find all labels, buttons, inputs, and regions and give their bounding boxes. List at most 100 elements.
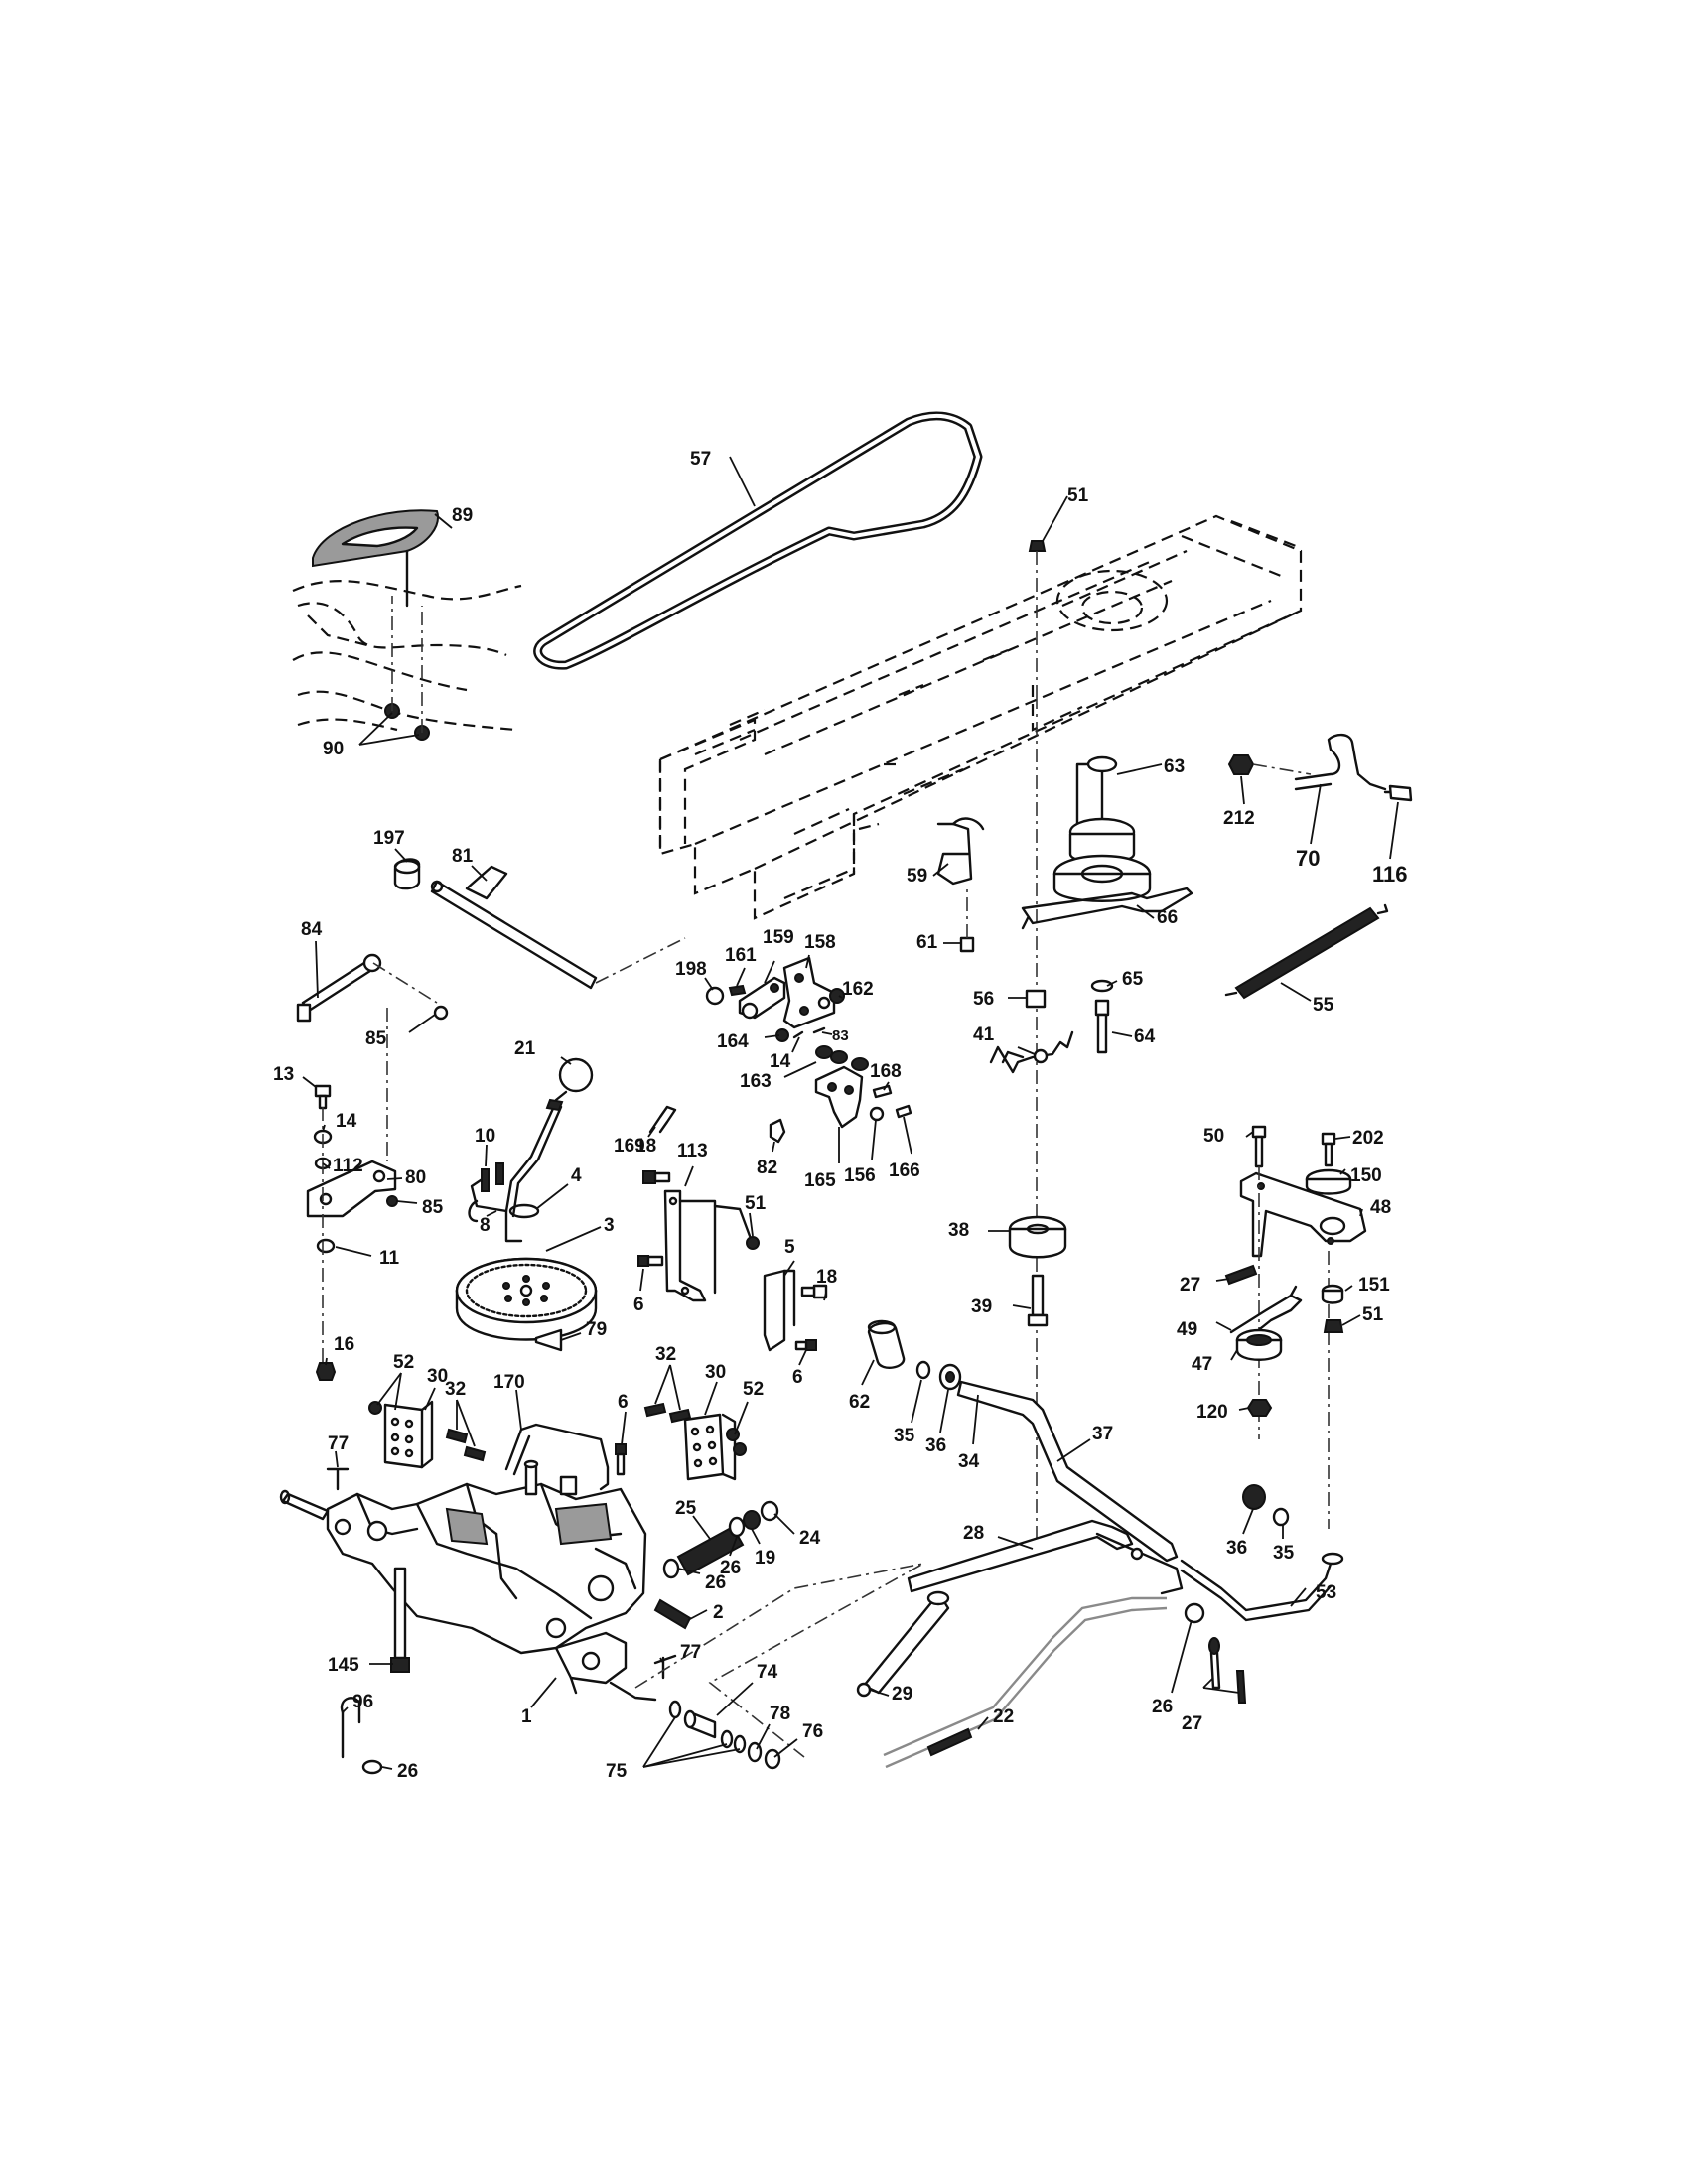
callout-113: 113 [677,1141,708,1161]
part-165-bracket [814,1065,864,1129]
part-3-pulley [455,1257,598,1341]
part-51-nut-right [1323,1319,1344,1333]
part-61-bolt [959,888,975,953]
callout-74: 74 [757,1662,778,1683]
part-158-plate [782,956,836,1029]
callout-1: 1 [521,1706,532,1727]
callout-51: 51 [745,1193,767,1214]
callout-52: 52 [743,1379,764,1400]
callout-212: 212 [1223,808,1255,829]
part-145-bolt [390,1567,410,1673]
callout-77: 77 [680,1642,701,1663]
part-18-bolt-b [800,1284,828,1299]
part-1-transaxle [279,1459,657,1702]
part-4-key [508,1203,540,1219]
callout-50: 50 [1203,1126,1224,1147]
leader-lines [302,456,1399,1770]
callout-49: 49 [1177,1319,1197,1340]
callout-116: 116 [1372,862,1408,887]
part-202-bolt [1321,1132,1336,1167]
part-2-spring [653,1598,692,1630]
callout-164: 164 [717,1031,749,1052]
callout-30: 30 [705,1362,726,1383]
part-50-bolt [1251,1125,1267,1168]
callout-22: 22 [993,1706,1014,1727]
callout-26: 26 [397,1761,418,1782]
callout-51: 51 [1067,485,1089,506]
callout-18: 18 [816,1267,837,1288]
part-65-washer [1090,979,1114,993]
callout-35: 35 [1273,1543,1295,1564]
part-29-lever [856,1590,950,1698]
part-6-bolt-a [637,1255,664,1267]
callout-166: 166 [889,1160,920,1181]
callout-150: 150 [1350,1165,1382,1186]
callout-85: 85 [422,1197,444,1218]
part-35-washer-a [915,1360,931,1380]
callout-47: 47 [1192,1354,1212,1375]
part-64-bolt [1094,999,1110,1054]
part-151-spacer [1321,1284,1344,1304]
part-85-bolt-upper [433,1005,449,1021]
part-74-spacer [683,1709,717,1739]
part-55-spring [1224,903,1389,1000]
part-53-rod [1180,1552,1344,1622]
part-10-bolts [481,1162,504,1192]
part-81-shaft [430,865,686,990]
part-156-washer [869,1106,885,1122]
callout-90: 90 [323,739,344,759]
part-28-rod [907,1519,1184,1595]
callout-38: 38 [948,1220,969,1241]
part-56-spacer [1025,989,1047,1009]
callout-55: 55 [1313,995,1334,1016]
callout-6: 6 [618,1392,629,1413]
callout-35: 35 [894,1426,915,1446]
callout-4: 4 [571,1165,582,1186]
part-13-bolt [314,1084,332,1110]
part-70-rod [1294,733,1387,791]
part-30-plate-left [383,1400,434,1469]
callout-labels: 57 89 51 90 63 212 70 116 197 81 84 59 6… [273,449,1408,1782]
part-6-bolt-b [794,1339,817,1351]
callout-34: 34 [958,1451,980,1472]
callout-37: 37 [1092,1424,1113,1444]
part-84-pin [296,953,438,1023]
callout-6: 6 [633,1295,644,1315]
part-168-bolt [872,1084,893,1099]
callout-18: 18 [635,1136,656,1157]
part-197-bushing [393,858,421,890]
callout-30: 30 [427,1366,448,1387]
part-21-knob [554,1057,594,1102]
part-26-washer-d [361,1759,383,1775]
callout-84: 84 [301,919,323,940]
callout-13: 13 [273,1064,294,1085]
callout-57: 57 [690,449,711,470]
callout-32: 32 [445,1379,466,1400]
part-27-bolt-a [1224,1264,1258,1286]
part-14-pin-a [792,1030,804,1039]
part-36-washer-b [1242,1484,1266,1510]
chassis-frame [658,514,1303,920]
callout-41: 41 [973,1024,995,1045]
part-26-washer-a [662,1558,680,1579]
callout-197: 197 [373,828,405,849]
callout-14: 14 [770,1051,791,1072]
part-51-nut-top [1028,540,1047,695]
part-32-bolts-left [445,1428,487,1462]
part-83-pin [812,1026,826,1034]
part-80-bracket [306,1160,397,1218]
part-24-nut [760,1500,779,1522]
callout-168: 168 [870,1061,902,1082]
callout-10: 10 [475,1126,495,1147]
part-6-bolt-c [615,1443,627,1476]
part-82-clip [769,1118,786,1144]
callout-162: 162 [842,979,874,1000]
axis-lower [634,1563,924,1758]
part-11-washer [316,1238,336,1254]
part-161-pin [728,984,747,997]
part-38-pulley [1008,1215,1067,1259]
callout-29: 29 [892,1684,912,1705]
part-49-bracket [1229,1285,1303,1334]
callout-6: 6 [792,1367,803,1388]
